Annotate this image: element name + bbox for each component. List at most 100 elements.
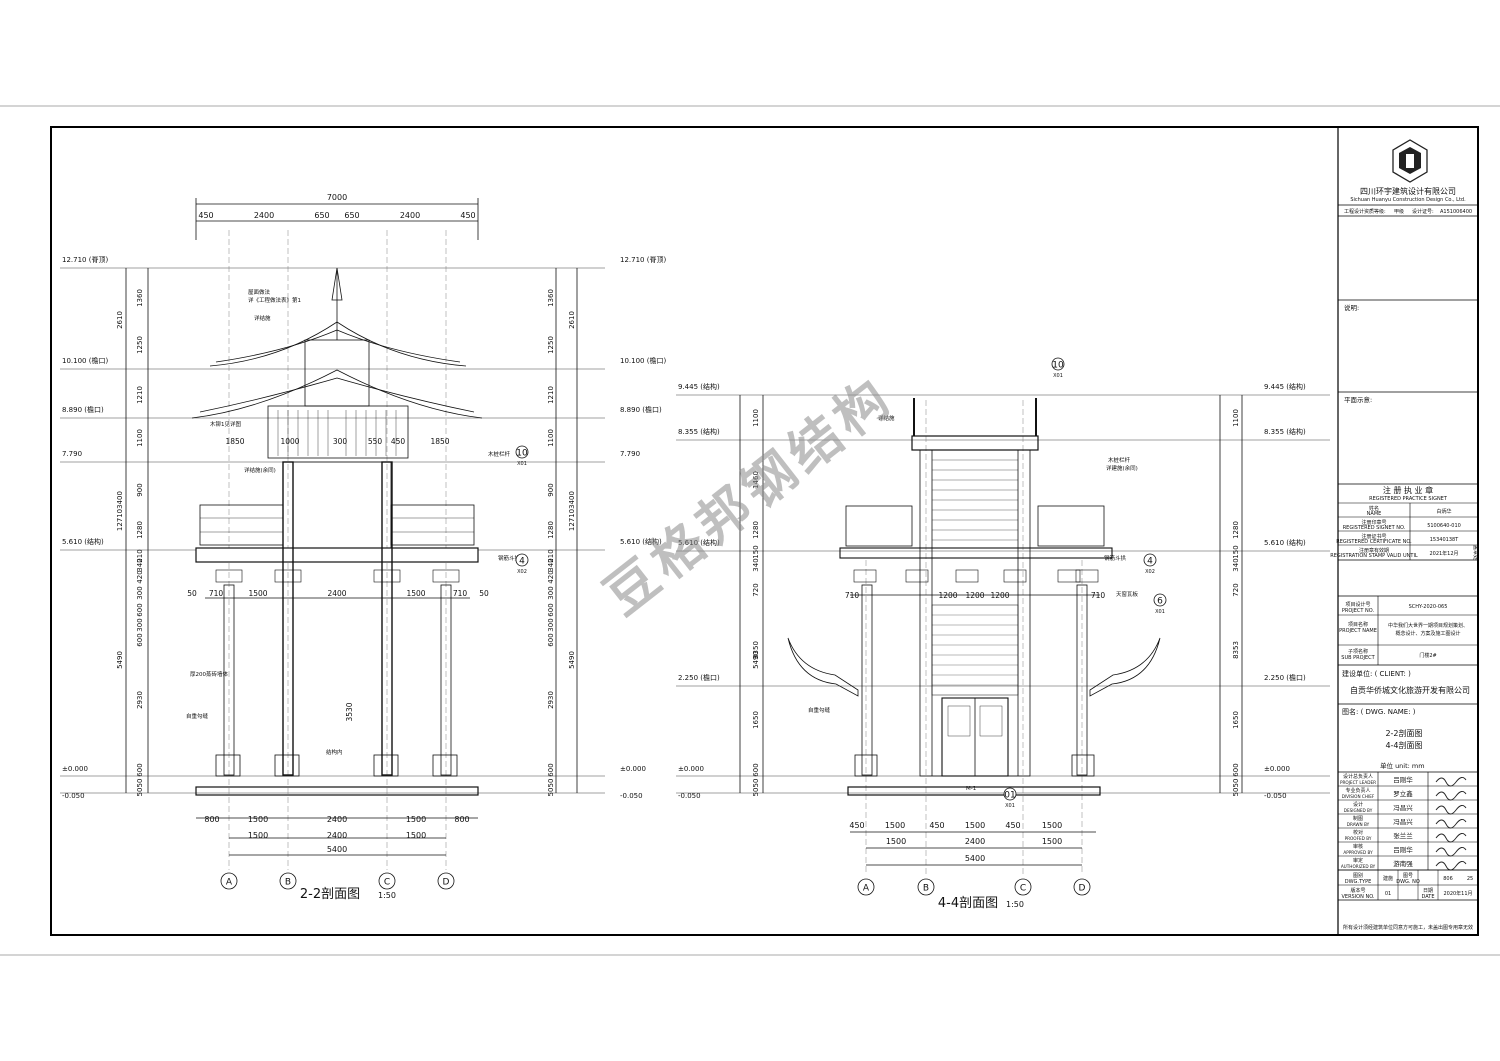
- s2-axis-C: [378, 872, 396, 890]
- s4-axis-C-label: C: [1020, 884, 1026, 894]
- s2-vert-dim-right: 50: [547, 779, 555, 788]
- s2-vert-total: 2610: [116, 311, 124, 329]
- signoff-role-en: PROOFED BY: [1345, 836, 1372, 841]
- svg-text:5100640-010: 5100640-010: [1427, 523, 1461, 529]
- s4-level-right: 9.445 (结构): [1264, 382, 1306, 391]
- s2-vert-total: 5490: [116, 651, 124, 669]
- s2-vert-total-right: 3400: [568, 491, 576, 509]
- dwg-meta: 图别 DWG.TYPE 建施 图号 DWG. NO 806 25 版本号 VER…: [1338, 870, 1478, 900]
- stamp-vertical-mark: 盖章处: [1472, 545, 1479, 560]
- s2-vert-dim-right: 340: [547, 558, 555, 571]
- s4-annotation: 详建施(余同): [1106, 464, 1138, 472]
- s2-vert-dim: 1100: [136, 429, 144, 447]
- dim-label: 1500: [1042, 821, 1062, 830]
- s4-level-left: ±0.000: [678, 765, 704, 773]
- s4-level-left: -0.050: [678, 792, 701, 800]
- svg-text:姓名: 姓名: [1369, 505, 1379, 512]
- plan-label: 平面示意:: [1344, 395, 1372, 404]
- signature-scribble: [1435, 791, 1467, 801]
- cert-no-label: 设计证号:: [1412, 208, 1434, 215]
- signoff-name: 游南强: [1393, 859, 1413, 868]
- s4-vert-dim-right: 150: [1232, 545, 1240, 558]
- svg-text:2020年11月: 2020年11月: [1443, 890, 1472, 897]
- signoff-role-en: DESIGNED BY: [1344, 808, 1373, 813]
- s2-vert-dim: 1210: [136, 386, 144, 404]
- s2-annotation: 自重勾缝: [186, 712, 209, 720]
- s4-axis-C: [1014, 878, 1032, 896]
- s2-axis-C-label: C: [384, 878, 390, 888]
- dim-label: 710: [209, 589, 224, 598]
- s4-vert-dim: 150: [752, 545, 760, 558]
- project-name-1: 中华我们大世界一期项目规划策划、: [1388, 622, 1468, 629]
- project-name-2: 概念设计、方案及施工图设计: [1395, 630, 1460, 637]
- dim-label: 650: [344, 211, 359, 220]
- svg-text:REGISTERED SIGNET NO.: REGISTERED SIGNET NO.: [1343, 525, 1406, 531]
- signoff-role-en: AUTHORIZED BY: [1341, 864, 1376, 869]
- dim-label: 1500: [965, 821, 985, 830]
- signoff-role: 制图: [1353, 815, 1363, 822]
- svg-text:图号: 图号: [1403, 873, 1413, 879]
- s4-axis-B-label: B: [923, 884, 929, 894]
- s2-annotation: 木桩栏杆: [488, 450, 511, 458]
- s2-overall-dim: 7000: [327, 193, 347, 202]
- s2-level-right: ±0.000: [620, 765, 646, 773]
- dim-label: 1500: [1042, 837, 1062, 846]
- s4-ref-sheet: X01: [1155, 609, 1165, 615]
- s2-annotation: 屋面做法: [248, 288, 271, 296]
- s2-vert-dim: 420: [136, 570, 144, 583]
- s4-axis-B: [917, 878, 935, 896]
- signoff-role: 校对: [1353, 829, 1363, 836]
- svg-text:NAME: NAME: [1367, 511, 1382, 517]
- dim-label: 2400: [400, 211, 420, 220]
- s2-vert-dim-right: 300: [547, 586, 555, 599]
- s2-vert-total-right: 12710: [568, 509, 576, 531]
- s2-annotation: 钢筋斗拱: [498, 554, 521, 562]
- s4-bottom-total: 5400: [965, 854, 985, 863]
- s4-level-left: 8.355 (结构): [678, 427, 720, 436]
- dim-label: 2400: [254, 211, 274, 220]
- s4-annotation: M-1: [966, 786, 976, 792]
- svg-text:白炳华: 白炳华: [1436, 508, 1451, 515]
- dim-label: 2400: [327, 589, 346, 598]
- svg-text:VERSION NO.: VERSION NO.: [1341, 894, 1374, 900]
- cert-grade: 甲级: [1394, 208, 1404, 215]
- s4-level-left: 5.610 (结构): [678, 538, 720, 547]
- s4-annotation: 钢筋斗拱: [1104, 554, 1127, 562]
- s2-axis-A-label: A: [226, 878, 233, 888]
- s2-level-right: 8.890 (檐口): [620, 405, 662, 414]
- s2-level-left: 8.890 (檐口): [62, 405, 104, 414]
- project-name-en: PROJECT NAME: [1339, 628, 1377, 634]
- stamp-rows: 姓名 NAME 白炳华 注册印章号 REGISTERED SIGNET NO. …: [1330, 505, 1478, 559]
- signature-scribble: [1435, 819, 1467, 829]
- stamp-title-en: REGISTERED PRACTICE SIGNET: [1369, 496, 1448, 502]
- sub-name: 门楼2#: [1419, 652, 1436, 659]
- s2-level-left: 7.790: [62, 450, 82, 458]
- s2-bottom-total: 5400: [327, 845, 347, 854]
- s2-vert-dim: 210: [136, 549, 144, 562]
- s2-axis-B-label: B: [285, 878, 291, 888]
- s2-annotation: 厚200蒸砖墙体: [190, 670, 228, 678]
- s2-level-left: 5.610 (结构): [62, 537, 104, 546]
- dim-label: 1500: [248, 815, 268, 824]
- s4-vert-dim: 5490: [752, 651, 760, 669]
- s4-vert-dim: 50: [752, 788, 760, 797]
- svg-text:注册证书号: 注册证书号: [1361, 533, 1386, 540]
- company-logo-icon: [1392, 139, 1428, 183]
- signoff-name: 冯昌兴: [1393, 803, 1413, 812]
- signoff-name: 罗立鑫: [1393, 789, 1413, 798]
- sub-en: SUB PROJECT: [1341, 655, 1375, 661]
- s2-scale: 1:50: [378, 891, 396, 900]
- s2-vert-dim: 1360: [136, 289, 144, 307]
- s2-vert-dim-right: 1250: [547, 336, 555, 354]
- dim-label: 1200: [938, 591, 957, 600]
- signoff-role: 审核: [1353, 843, 1363, 850]
- s4-axis-D: [1073, 878, 1091, 896]
- dim-label: 450: [460, 211, 475, 220]
- s4-level-left: 2.250 (檐口): [678, 673, 720, 682]
- s2-annotation: 详《工程做法表》第1: [248, 296, 301, 304]
- s4-vert-dim-right: 1280: [1232, 521, 1240, 539]
- s2-level-right: -0.050: [620, 792, 643, 800]
- s4-vert-dim-right: 50: [1232, 779, 1240, 788]
- dim-label: 50: [479, 589, 489, 598]
- dim-label: 450: [198, 211, 213, 220]
